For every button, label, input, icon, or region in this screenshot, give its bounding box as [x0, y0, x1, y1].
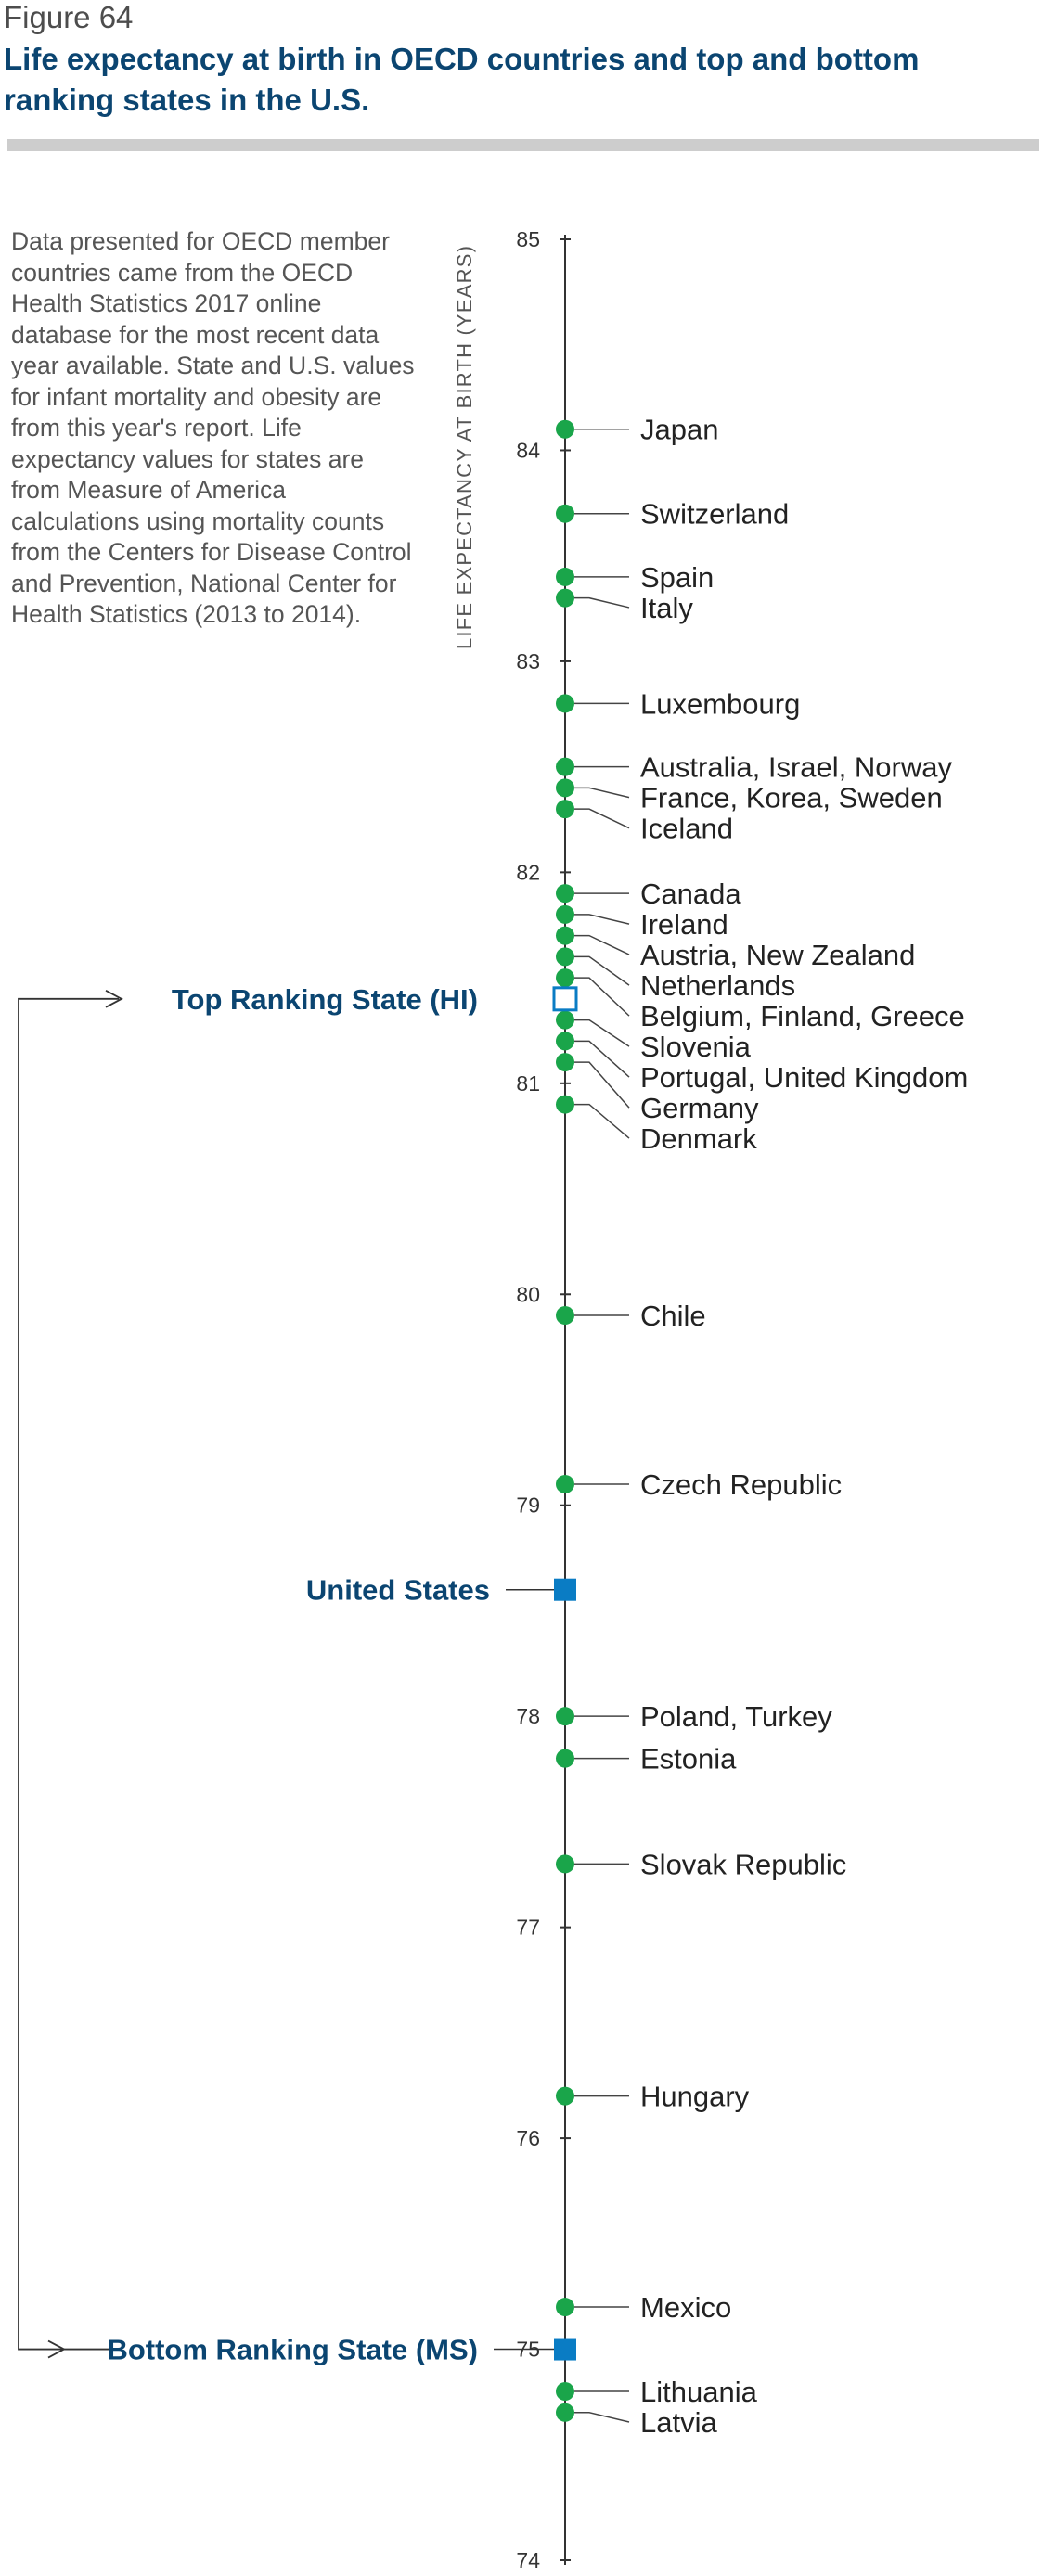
country-label: Lithuania — [640, 2376, 758, 2408]
top-state-label: Top Ranking State (HI) — [172, 983, 478, 1016]
country-label: Spain — [640, 561, 714, 594]
us-label: United States — [306, 1574, 490, 1607]
tick-label: 80 — [516, 1282, 540, 1306]
country-point — [556, 884, 574, 904]
country-label: Estonia — [640, 1743, 737, 1775]
leader-line — [574, 1061, 630, 1109]
country-point — [556, 778, 574, 798]
leader-line — [574, 955, 630, 986]
country-point — [556, 504, 574, 523]
country-label: Slovak Republic — [640, 1848, 846, 1880]
country-point — [556, 567, 574, 586]
leader-line — [574, 2412, 630, 2423]
leader-line — [574, 977, 630, 1017]
country-label: Ireland — [640, 908, 728, 941]
country-point — [556, 800, 574, 819]
bottom-state-label: Bottom Ranking State (MS) — [107, 2334, 478, 2366]
country-point — [556, 1707, 574, 1726]
state-bracket — [18, 997, 119, 2351]
tick-label: 82 — [516, 860, 540, 884]
bracket-arrow-top — [105, 990, 123, 1008]
country-label: Canada — [640, 878, 741, 910]
bracket-arrow-bottom — [47, 2339, 66, 2359]
country-point — [556, 947, 574, 967]
country-label: Portugal, United Kingdom — [640, 1061, 968, 1094]
country-point — [556, 588, 574, 608]
leader-line — [574, 787, 630, 799]
country-label: Australia, Israel, Norway — [640, 751, 952, 784]
leader-line — [574, 934, 630, 955]
tick-label: 85 — [516, 227, 540, 251]
country-label: Latvia — [640, 2406, 717, 2439]
leader-line — [574, 596, 630, 609]
country-label: France, Korea, Sweden — [640, 782, 943, 814]
country-label: Hungary — [640, 2081, 750, 2113]
country-point — [556, 1306, 574, 1326]
data-labels: JapanSwitzerlandSpainItalyLuxembourgAust… — [107, 414, 968, 2439]
leader-line — [574, 1040, 630, 1078]
country-label: Denmark — [640, 1122, 757, 1155]
country-point — [556, 2382, 574, 2402]
country-point — [556, 968, 574, 988]
tick-label: 83 — [516, 649, 540, 673]
country-label: Belgium, Finland, Greece — [640, 1000, 965, 1032]
figure-label: Figure 64 — [4, 0, 134, 34]
country-point — [556, 1032, 574, 1051]
tick-label: 81 — [516, 1071, 540, 1096]
tick-label: 78 — [516, 1704, 540, 1728]
leader-line — [574, 914, 630, 925]
data-points — [552, 419, 578, 2422]
tick-label: 77 — [516, 1916, 540, 1940]
country-point — [556, 1474, 574, 1493]
country-point — [556, 1053, 574, 1072]
country-point — [556, 2298, 574, 2317]
country-label: Czech Republic — [640, 1468, 842, 1501]
country-point — [556, 757, 574, 776]
country-label: Italy — [640, 592, 693, 624]
country-point — [556, 1095, 574, 1114]
us-marker — [554, 1578, 576, 1601]
country-label: Iceland — [640, 813, 733, 845]
country-label: Japan — [640, 414, 718, 446]
y-axis-label: LIFE EXPECTANCY AT BIRTH (YEARS) — [453, 245, 476, 649]
country-point — [556, 926, 574, 945]
hi-state-marker — [552, 986, 578, 1012]
state-connectors — [18, 990, 558, 2359]
tick-label: 79 — [516, 1493, 540, 1518]
country-point — [556, 419, 574, 439]
leader-lines — [574, 428, 630, 2423]
country-label: Austria, New Zealand — [640, 939, 915, 971]
country-point — [556, 2086, 574, 2106]
leader-line — [574, 1019, 630, 1047]
country-point — [556, 1010, 574, 1030]
country-label: Germany — [640, 1092, 759, 1124]
data-source-note: Data presented for OECD member countries… — [11, 227, 415, 628]
country-label: Luxembourg — [640, 687, 800, 720]
country-label: Slovenia — [640, 1031, 752, 1063]
title-divider — [7, 139, 1039, 151]
ms-state-marker — [554, 2338, 576, 2361]
country-point — [556, 904, 574, 924]
country-point — [556, 2403, 574, 2422]
country-label: Chile — [640, 1300, 706, 1332]
country-point — [556, 1749, 574, 1768]
leader-line — [574, 1103, 630, 1139]
leader-line — [574, 808, 630, 829]
tick-label: 74 — [516, 2548, 540, 2572]
country-point — [556, 1854, 574, 1874]
country-label: Mexico — [640, 2291, 731, 2324]
country-point — [556, 694, 574, 713]
country-label: Switzerland — [640, 498, 789, 531]
tick-label: 84 — [516, 438, 540, 462]
country-label: Netherlands — [640, 969, 795, 1002]
country-label: Poland, Turkey — [640, 1700, 832, 1733]
tick-label: 76 — [516, 2126, 540, 2150]
chart-title: Life expectancy at birth in OECD countri… — [4, 42, 920, 117]
